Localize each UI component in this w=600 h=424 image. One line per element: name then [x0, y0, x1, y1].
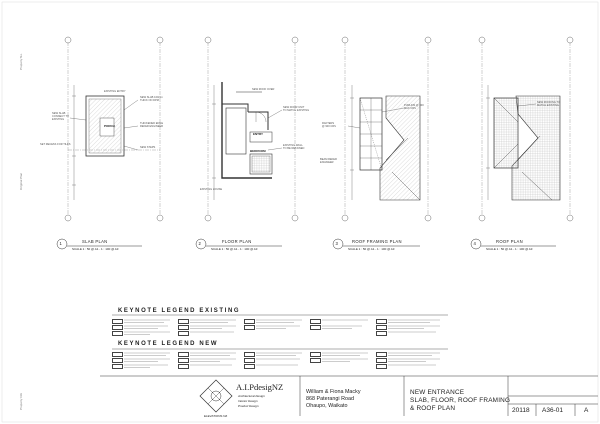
project-title-line2: SLAB, FLOOR, ROOF FRAMING [410, 397, 511, 404]
svg-text:EXISTING ENTRY: EXISTING ENTRY [104, 89, 126, 93]
job-number: 20118 [512, 407, 530, 414]
svg-text:TO MATCH EXISTING: TO MATCH EXISTING [283, 108, 309, 112]
svg-text:THICK ON DPM: THICK ON DPM [140, 98, 159, 102]
sheet-number: A36-01 [542, 407, 563, 414]
emblem-caption: ELEVATIONS NZ [204, 414, 228, 418]
svg-text:CONNECT TO: CONNECT TO [52, 114, 69, 118]
grid-bubbles [64, 36, 574, 222]
svg-text:TO BE RETAINED: TO BE RETAINED [283, 146, 305, 150]
legend-new-heading: KEYNOTE LEGEND NEW [118, 341, 219, 347]
view-number: 4 [473, 240, 477, 246]
slab-plan-drawing [67, 42, 161, 215]
roof-plan-drawing [481, 42, 571, 215]
svg-text:Property No.: Property No. [19, 53, 23, 70]
svg-text:RAFTERS: RAFTERS [322, 121, 334, 125]
margin-notes: Property No. Original Plan Property Info [19, 53, 23, 410]
svg-text:Original Plan: Original Plan [19, 172, 23, 190]
svg-text:EXISTING: EXISTING [52, 117, 64, 121]
room-label-bedroom: BEDROOM [250, 149, 266, 153]
svg-text:NEW SLAB 100mm: NEW SLAB 100mm [140, 95, 163, 99]
service-line: Interior Design [238, 399, 258, 403]
legend-rules [112, 314, 448, 350]
svg-text:ENGINEER: ENGINEER [320, 160, 334, 164]
project-title-line1: NEW ENTRANCE [410, 389, 465, 396]
view-title-rules [56, 238, 556, 250]
svg-text:@ 900 CRS: @ 900 CRS [322, 124, 336, 128]
svg-text:MATCH EXISTING: MATCH EXISTING [537, 103, 559, 107]
view-scale: SCALE 1 : 50 @ A1 - 1 : 100 @ A3 [211, 247, 258, 251]
revision-letter: A [584, 407, 589, 414]
project-title-line3: & ROOF PLAN [410, 405, 456, 412]
view-number: 2 [198, 240, 202, 246]
svg-text:NEW ROOFING TO: NEW ROOFING TO [537, 100, 560, 104]
svg-text:SET RECESS FOR TILES: SET RECESS FOR TILES [40, 142, 71, 146]
svg-text:NEW STEPS: NEW STEPS [140, 145, 156, 149]
svg-text:EXISTING HOUSE: EXISTING HOUSE [200, 187, 222, 191]
view-scale: SCALE 1 : 50 @ A1 - 1 : 100 @ A3 [486, 247, 533, 251]
view-title: ROOF FRAMING PLAN [352, 239, 402, 244]
client-address: 868 Paterangi Road [306, 396, 354, 402]
title-block-frame [100, 375, 598, 416]
svg-text:EXISTING WALL: EXISTING WALL [283, 143, 303, 147]
client-city: Ohaupo, Waikato [306, 403, 348, 409]
slab-plan-notes: EXISTING ENTRY NEW SLAB 100mm THICK ON D… [40, 89, 163, 149]
room-label-entry: ENTRY [253, 132, 264, 136]
view-title: FLOOR PLAN [222, 239, 252, 244]
legend-existing-heading: KEYNOTE LEGEND EXISTING [118, 308, 241, 314]
view-title: SLAB PLAN [82, 239, 108, 244]
svg-text:BEAM REFER: BEAM REFER [320, 157, 337, 161]
view-number: 1 [59, 240, 63, 246]
svg-text:REFER ENGINEER: REFER ENGINEER [140, 124, 163, 128]
svg-text:NEW DOOR UNIT: NEW DOOR UNIT [283, 105, 305, 109]
svg-text:PURLINS @ 900: PURLINS @ 900 [404, 103, 424, 107]
svg-text:NEW ROOF OVER: NEW ROOF OVER [252, 87, 274, 91]
svg-text:MAX CRS: MAX CRS [404, 106, 416, 110]
svg-text:THICKENED EDGE: THICKENED EDGE [140, 121, 163, 125]
floor-plan-drawing [207, 42, 296, 215]
service-line: Product Design [238, 404, 259, 408]
floor-plan-notes: NEW ROOF OVER NEW DOOR UNIT TO MATCH EXI… [200, 87, 309, 191]
view-scale: SCALE 1 : 50 @ A1 - 1 : 100 @ A3 [348, 247, 395, 251]
view-number: 3 [335, 240, 339, 246]
room-label-porch: PORCH [104, 124, 115, 128]
service-line: Architectural Design [238, 394, 265, 398]
svg-text:NEW SLAB: NEW SLAB [52, 111, 66, 115]
view-title: ROOF PLAN [496, 239, 523, 244]
client-names: William & Fiona Macky [306, 389, 361, 395]
roof-framing-notes: PURLINS @ 900 MAX CRS RAFTERS @ 900 CRS … [320, 103, 424, 164]
svg-text:Property Info: Property Info [19, 392, 23, 410]
company-emblem [199, 379, 233, 413]
roof-framing-plan-drawing [344, 42, 429, 215]
company-logo-text: A.I.PdesigNZ [236, 382, 284, 392]
roof-plan-notes: NEW ROOFING TO MATCH EXISTING [537, 100, 560, 107]
view-scale: SCALE 1 : 50 @ A1 - 1 : 100 @ A3 [72, 247, 119, 251]
